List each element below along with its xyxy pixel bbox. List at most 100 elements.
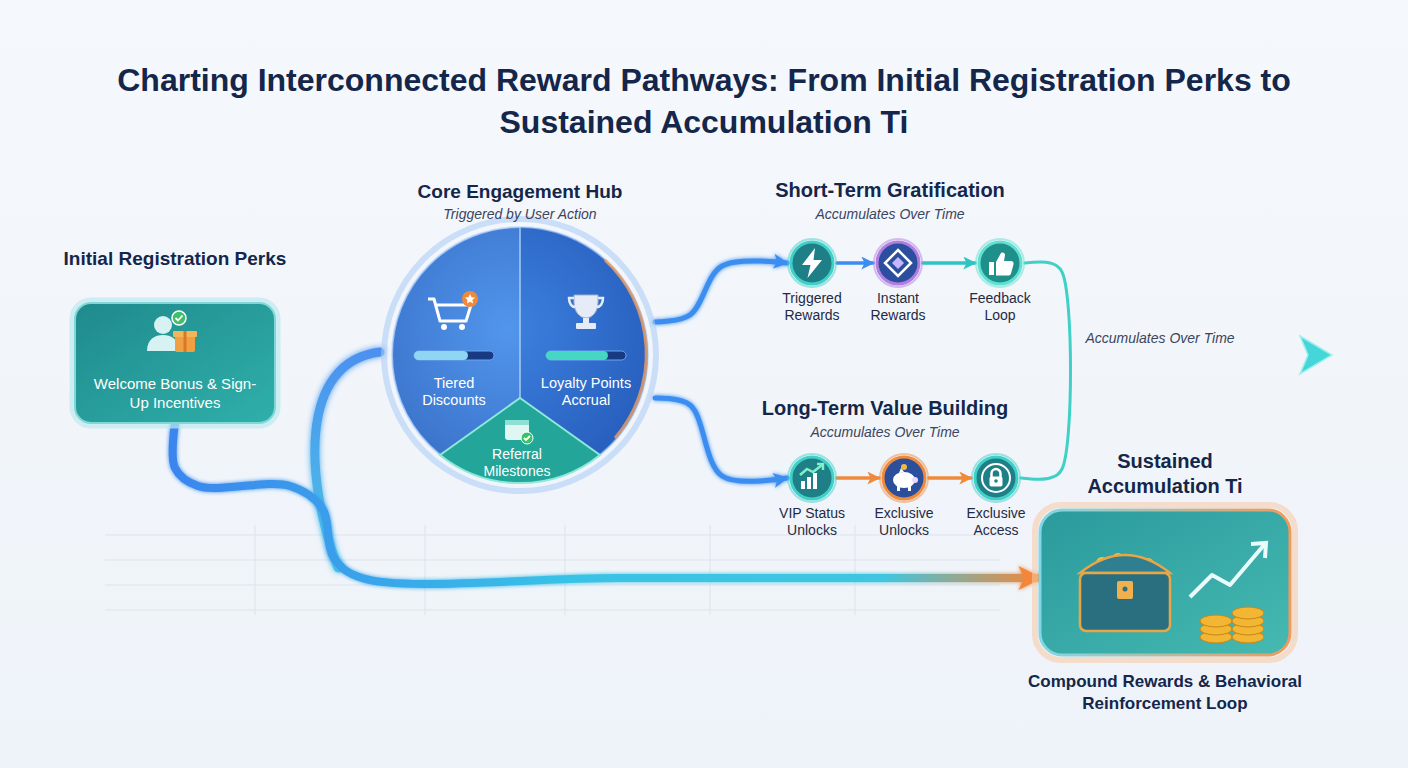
hub-segment-shape (521, 432, 533, 444)
result-box-shape (1232, 607, 1264, 619)
hub-segment-shape (462, 291, 478, 307)
hub-segment-shape (465, 294, 475, 304)
icon-node: VIP Status Unlocks (787, 453, 837, 503)
icon-node-shape (892, 257, 904, 269)
result-box-shape (1080, 555, 1170, 573)
faint-grid (105, 610, 1000, 611)
icon-node-shape (880, 454, 928, 502)
result-box-shape (1040, 510, 1290, 655)
icon-node-shape (982, 464, 1010, 492)
node-heading: Triggered Rewards (772, 290, 852, 324)
node-heading: Instant Rewards (858, 290, 938, 324)
icon-node-shape (996, 253, 1014, 276)
flow-connector (923, 261, 975, 265)
icon-node-shape (975, 238, 1025, 288)
icon-node: Instant Rewards (873, 238, 923, 288)
hub-circle-shape (519, 227, 521, 398)
faint-grid (105, 585, 1000, 586)
icon-node-shape (975, 457, 1017, 499)
icon-node-shape (873, 238, 923, 288)
process-box-shape (72, 300, 278, 426)
node-body: Triggered by User Action (345, 206, 695, 224)
icon-node-shape (791, 242, 833, 284)
icon-node-shape (787, 453, 837, 503)
hub-circle-shape (384, 219, 656, 491)
icon-node-shape (802, 248, 822, 278)
process-box-shape (75, 303, 275, 423)
icon-node-shape (813, 473, 817, 489)
icon-node-shape (807, 477, 811, 489)
process-box-shape (172, 311, 186, 325)
faint-grid (105, 535, 1000, 536)
process-box-shape (154, 316, 172, 334)
icon-node-shape (893, 472, 915, 488)
result-box-shape (1200, 615, 1232, 627)
long-arrow (1300, 336, 1332, 374)
node-heading: Feedback Loop (960, 290, 1040, 324)
hub-segment-shape (459, 324, 465, 330)
process-box: Initial Registration PerksWelcome Bonus … (75, 245, 275, 423)
icon-node-shape (908, 486, 911, 491)
icon-node-shape (788, 239, 836, 287)
hub-segment-shape (414, 351, 468, 360)
node-heading: Sustained Accumulation Ti (1080, 449, 1250, 499)
hub-segment-shape (576, 323, 596, 329)
hub-segment-shape (569, 298, 575, 307)
node-heading: Exclusive Access (956, 505, 1036, 539)
icon-node-shape (817, 464, 823, 470)
icon-node-shape (874, 239, 922, 287)
faint-grid (425, 525, 426, 615)
icon-node-shape (976, 239, 1024, 287)
node-heading: Tiered Discounts (404, 375, 504, 410)
icon-node-shape (877, 242, 919, 284)
hub-segment-shape (414, 351, 494, 360)
faint-grid (855, 525, 856, 615)
hub-segment-shape (574, 295, 598, 318)
diagram-title: Charting Interconnected Reward Pathways:… (54, 60, 1354, 143)
result-box-shape (1080, 573, 1170, 631)
flow-connector (837, 476, 879, 480)
flow-connector (929, 476, 971, 480)
node-heading: VIP Status Unlocks (772, 505, 852, 539)
icon-node-shape (912, 477, 918, 483)
node-heading: Loyalty Points Accrual (530, 375, 642, 410)
section-note: Accumulates Over Time (685, 424, 1085, 442)
result-box-shape (1190, 545, 1264, 597)
icon-node: Exclusive Access (971, 453, 1021, 503)
hub-circle: Core Engagement HubTriggered by User Act… (385, 180, 655, 490)
long-arrow (655, 352, 1312, 358)
node-heading: Referral Milestones (467, 446, 567, 480)
section-heading: Long-Term Value Building (685, 396, 1085, 421)
result-box-shape (1251, 543, 1266, 558)
hub-segment: Tiered Discounts (410, 285, 498, 415)
faint-grid (105, 525, 1000, 615)
section-heading: Short-Term Gratification (690, 178, 1090, 203)
flow-connector (275, 349, 385, 355)
hub-segment: Loyalty Points Accrual (540, 285, 632, 415)
icon-node-shape (972, 454, 1020, 502)
hub-segment-shape (505, 420, 529, 425)
result-box-shape (1117, 581, 1133, 599)
node-heading: Exclusive Unlocks (864, 505, 944, 539)
icon-node-shape (788, 454, 836, 502)
result-box-shape (1035, 505, 1295, 660)
hub-circle-shape (385, 180, 655, 490)
node-body: Compound Rewards & Behavioral Reinforcem… (1010, 671, 1320, 715)
icon-node-shape (992, 469, 1001, 477)
process-box-shape (147, 335, 179, 351)
icon-node-shape (990, 477, 1003, 487)
icon-node-shape (971, 453, 1021, 503)
faint-grid (710, 525, 711, 615)
icon-node-shape (801, 481, 805, 489)
hub-circle-shape (440, 398, 600, 483)
node-heading: Core Engagement Hub (345, 180, 695, 204)
icon-node: Exclusive Unlocks (879, 453, 929, 503)
hub-segment-shape (583, 318, 589, 323)
icon-node-shape (787, 238, 837, 288)
icon-node-shape (879, 453, 929, 503)
faint-grid (105, 560, 1000, 561)
section-note: Accumulates Over Time (960, 330, 1360, 348)
result-box: Sustained Accumulation TiCompound Reward… (1040, 445, 1290, 720)
icon-node-shape (897, 486, 900, 491)
